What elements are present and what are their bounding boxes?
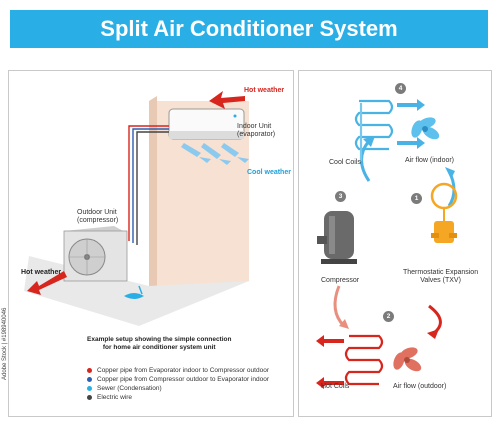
watermark: Adobe Stock | #198940046 [2,307,8,380]
legend-label: Copper pipe from Evaporator indoor to Co… [97,367,269,374]
txv-valve-icon [430,182,458,243]
txv-label-line2: Valves (TXV) [420,277,461,284]
legend-label: Electric wire [97,394,133,401]
legend-dot-blue [87,377,92,382]
cool-coils-label: Cool Coils [329,159,361,166]
hot-weather-label-left: Hot weather [21,269,62,276]
outdoor-unit-label-line2: (compressor) [77,217,119,224]
outdoor-unit-label: Outdoor Unit (compressor) [77,209,118,225]
indoor-unit-label: Indoor Unit (evaporator) [237,123,275,139]
hot-air-arrow-outdoor [27,271,67,295]
legend-dot-red [87,368,92,373]
condensation-puddle [124,293,144,299]
sewer-pipe [138,285,143,295]
compressor-label: Compressor [321,277,360,284]
step-badge-1: 1 [411,193,422,204]
pipe-legend: Copper pipe from Evaporator indoor to Co… [87,366,269,402]
page-title: Split Air Conditioner System [100,16,398,41]
txv-label-line1: Thermostatic Expansion [403,269,479,276]
caption-line2: for home air conditioner system unit [102,344,216,351]
indoor-unit-label-line1: Indoor Unit [237,123,272,130]
arrowhead [339,319,349,329]
setup-illustration [24,91,249,326]
legend-dot-dark [87,395,92,400]
outdoor-unit [63,226,128,282]
legend-label: Copper pipe from Compressor outdoor to E… [97,376,269,383]
wall-edge [149,96,157,301]
refrigerant-pipes [128,125,169,245]
caption-line1: Example setup showing the simple connect… [87,336,232,343]
outdoor-fan-icon [393,347,422,372]
cool-air-arrows [181,143,249,165]
hot-weather-label-top: Hot weather [244,87,285,94]
hot-coils [344,334,384,386]
legend-label: Sewer (Condensation) [97,385,162,392]
hot-coils-label: Hot Coils [321,383,350,390]
hot-airflow-arrow [316,377,344,389]
legend-dot-cyan [87,386,92,391]
cycle-diagram [316,99,458,389]
hot-airflow-arrow [316,335,344,347]
cycle-arrow-compressor-to-hot [333,285,346,328]
step-badge-3: 3 [335,191,346,202]
txv-label: Thermostatic Expansion Valves (TXV) [403,269,478,285]
setup-panel: Hot weather Indoor Unit (evaporator) Coo… [8,70,294,417]
setup-caption: Example setup showing the simple connect… [87,336,231,352]
title-bar: Split Air Conditioner System [10,10,488,48]
legend-item: Electric wire [87,393,269,402]
arrowhead [363,136,375,147]
hot-air-arrow-top [209,91,245,109]
legend-item: Copper pipe from Evaporator indoor to Co… [87,366,269,375]
cool-weather-label: Cool weather [247,169,291,176]
airflow-indoor-label: Air flow (indoor) [405,157,455,164]
indoor-unit-label-line2: (evaporator) [237,131,276,138]
arrowhead [445,167,455,179]
airflow-arrow [397,137,425,149]
compressor-icon [317,211,357,264]
cool-coils [354,99,394,161]
outdoor-unit-label-line1: Outdoor Unit [77,209,117,216]
legend-item: Copper pipe from Compressor outdoor to E… [87,375,269,384]
indoor-unit [168,108,245,140]
cycle-arrow-compressor-to-cool [360,140,371,182]
step-badge-4: 4 [395,83,406,94]
refrigeration-cycle-panel: 4 3 1 2 Cool Coils Air flow (indoor) Com… [298,70,492,417]
cycle-arrow-hot-to-txv [428,304,442,335]
house-wall [149,101,249,301]
indoor-fan-icon [411,117,440,140]
airflow-outdoor-label: Air flow (outdoor) [393,383,447,390]
arrowhead [427,329,439,339]
airflow-arrow [397,99,425,111]
step-badge-2: 2 [383,311,394,322]
legend-item: Sewer (Condensation) [87,384,269,393]
